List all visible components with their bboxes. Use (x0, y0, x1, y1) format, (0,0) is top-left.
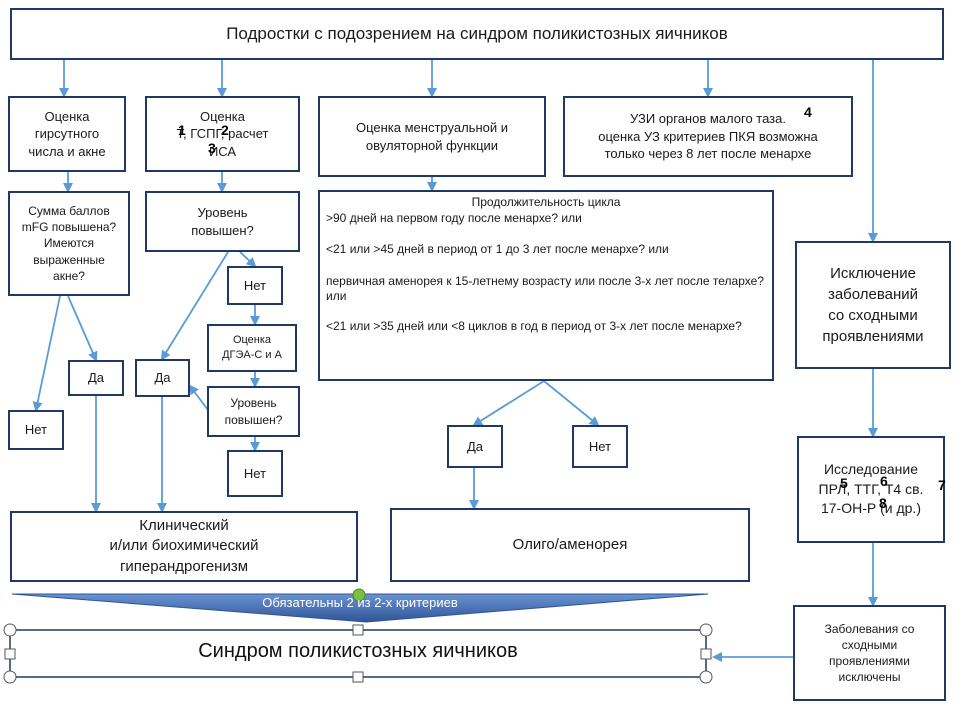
arrow-level-no (239, 251, 257, 268)
uzi-text: УЗИ органов малого таза. оценка УЗ крите… (598, 111, 818, 162)
resize-handle-l[interactable] (4, 648, 16, 660)
arrow-cycle-no (543, 380, 600, 427)
yes-a-text: Да (87, 370, 105, 386)
resize-handle-tr[interactable] (699, 623, 713, 637)
cycle-criterion-4: <21 или >35 дней или <8 циклов в год в п… (326, 318, 742, 333)
yes-a-box: Да (68, 360, 124, 396)
no-c-text: Нет (24, 422, 48, 438)
t-gspg-text: Оценка Т, ГСПГ, расчет ИСА (176, 108, 269, 159)
marker-4: 4 (804, 104, 812, 120)
title-text: Подростки с подозрением на синдром полик… (226, 23, 728, 43)
arrow-mfg-yes (67, 295, 98, 362)
no-b-box: Нет (227, 450, 283, 497)
excluded-box: Заболевания со сходными проявлениями иск… (793, 605, 946, 701)
hirsut-box: Оценка гирсутного числа и акне (8, 96, 126, 172)
cycle-box: Продолжительность цикла >90 дней на перв… (318, 190, 774, 381)
arrow-cycle-yes (472, 380, 545, 427)
arrow-mfg-no (32, 295, 61, 412)
resize-handle-br[interactable] (699, 670, 713, 684)
title-box: Подростки с подозрением на синдром полик… (10, 8, 944, 60)
yes-b-text: Да (154, 370, 171, 386)
hyperandro-box: Клинический и/или биохимический гиперанд… (10, 511, 358, 582)
marker-3: 3 (208, 140, 216, 156)
resize-handle-bl[interactable] (3, 670, 17, 684)
marker-7: 7 (938, 477, 946, 493)
no-a-box: Нет (227, 266, 283, 305)
no-b-text: Нет (243, 465, 267, 481)
yes-b-box: Да (135, 359, 190, 397)
marker-2: 2 (221, 122, 229, 138)
marker-1: 1 (178, 122, 186, 138)
no-a-text: Нет (243, 277, 267, 293)
cycle-title: Продолжительность цикла (471, 195, 621, 209)
resize-handle-r[interactable] (700, 648, 712, 660)
cycle-criterion-2: <21 или >45 дней в период от 1 до 3 лет … (326, 242, 669, 257)
yes-c-text: Да (466, 438, 484, 454)
no-d-text: Нет (588, 438, 612, 454)
research-text: Исследование ПРЛ, ТТГ, Т4 св. 17-ОН-Р (и… (818, 461, 924, 517)
exclusion-box: Исключение заболеваний со сходными прояв… (795, 241, 951, 369)
yes-c-box: Да (447, 425, 503, 468)
dgea-text: Оценка ДГЭА-С и А (222, 334, 282, 361)
level1-box: Уровень повышен? (145, 191, 300, 252)
no-d-box: Нет (572, 425, 628, 468)
criteria-banner-label: Обязательны 2 из 2-х критериев (262, 595, 458, 610)
level1-text: Уровень повышен? (191, 204, 254, 238)
menstrual-box: Оценка менструальной и овуляторной функц… (318, 96, 546, 177)
uzi-box: УЗИ органов малого таза. оценка УЗ крите… (563, 96, 853, 177)
cycle-criterion-3: первичная аменорея к 15-летнему возрасту… (326, 273, 764, 304)
exclusion-text: Исключение заболеваний со сходными прояв… (822, 265, 924, 345)
arrow-level2-yes (188, 384, 209, 411)
resize-handle-tl[interactable] (3, 623, 17, 637)
marker-5: 5 (840, 475, 848, 491)
marker-8: 8 (879, 495, 887, 511)
mfg-box: Сумма баллов mFG повышена? Имеются выраж… (8, 191, 130, 296)
cycle-criterion-1: >90 дней на первом году после менархе? и… (326, 210, 582, 225)
dgea-box: Оценка ДГЭА-С и А (207, 324, 297, 372)
hyperandro-text: Клинический и/или биохимический гиперанд… (109, 517, 259, 575)
menstrual-text: Оценка менструальной и овуляторной функц… (355, 119, 508, 153)
resize-handle-b[interactable] (352, 671, 364, 683)
marker-6: 6 (880, 473, 888, 489)
arrow-level-yes (160, 251, 229, 361)
rotate-handle[interactable] (352, 588, 366, 602)
level2-box: Уровень повышен? (207, 386, 300, 437)
resize-handle-t[interactable] (352, 624, 364, 636)
mfg-text: Сумма баллов mFG повышена? Имеются выраж… (21, 204, 117, 283)
research-box: Исследование ПРЛ, ТТГ, Т4 св. 17-ОН-Р (и… (797, 436, 945, 543)
hirsut-text: Оценка гирсутного числа и акне (28, 108, 106, 159)
level2-text: Уровень повышен? (224, 396, 283, 427)
oligo-box: Олиго/аменорея (390, 508, 750, 582)
t-gspg-box: Оценка Т, ГСПГ, расчет ИСА (145, 96, 300, 172)
oligo-text: Олиго/аменорея (512, 535, 628, 553)
pcos-title[interactable]: Синдром поликистозных яичников (198, 640, 518, 662)
no-c-box: Нет (8, 410, 64, 450)
excluded-text: Заболевания со сходными проявлениями иск… (824, 621, 915, 685)
